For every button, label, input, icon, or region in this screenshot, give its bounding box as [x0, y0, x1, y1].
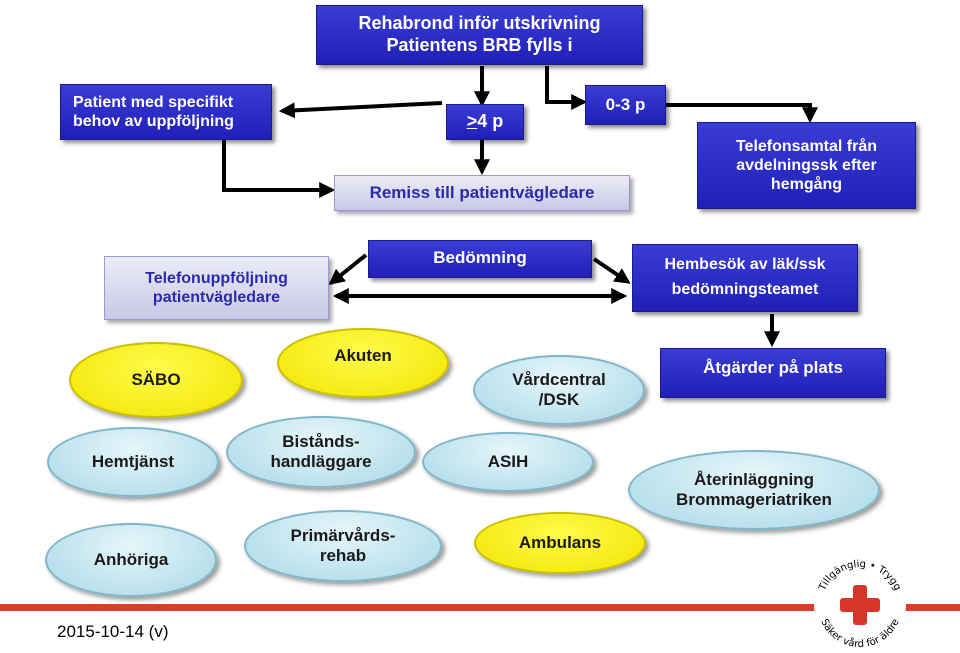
hemtjanst-ellipse: Hemtjänst — [47, 427, 219, 497]
bistands-ellipse: Bistånds- handläggare — [226, 416, 416, 488]
patient-behov-box: Patient med specifikt behov av uppföljni… — [60, 84, 272, 140]
anhoriga-ellipse: Anhöriga — [45, 523, 217, 597]
telefonsamtal-box: Telefonsamtal från avdelningssk efter he… — [697, 122, 916, 209]
arrow-bedomning-to-telefonupp — [328, 253, 368, 285]
arrow-ge4p-to-patient — [278, 101, 443, 119]
vardcentral-ellipse: Vårdcentral /DSK — [473, 355, 645, 425]
hembesok-box: Hembesök av läk/ssk bedömningsteamet — [632, 244, 858, 312]
p03-box: 0-3 p — [585, 85, 666, 125]
ambulans-ellipse: Ambulans — [474, 512, 646, 574]
arrow-rehab-to-p03 — [545, 66, 588, 110]
arrow-patient-to-remiss — [222, 140, 336, 198]
atgarder-box: Åtgärder på plats — [660, 348, 886, 398]
logo-cross-icon — [840, 585, 880, 625]
ge4p-box: > 4 p — [446, 104, 524, 140]
remiss-box: Remiss till patientvägledare — [334, 175, 630, 211]
rehabrond-box: Rehabrond inför utskrivning Patientens B… — [316, 5, 643, 65]
bedomning-box: Bedömning — [368, 240, 592, 278]
primarvard-ellipse: Primärvårds- rehab — [244, 510, 442, 582]
sabo-ellipse: SÄBO — [69, 342, 243, 418]
aterinlaggning-ellipse: Återinläggning Brommageriatriken — [628, 450, 880, 530]
telefonuppfoljning-box: Telefonuppföljning patientvägledare — [104, 256, 329, 320]
tillganglig-trygg-logo: Tillgänglig • Trygg Säker vård för äldre — [814, 559, 906, 651]
footer-bar — [0, 604, 960, 611]
arrow-p03-to-telefonsamtal — [665, 103, 818, 124]
footer-date: 2015-10-14 (v) — [57, 622, 169, 641]
arrow-bedomning-to-hembesok — [592, 257, 631, 284]
asih-ellipse: ASIH — [422, 432, 594, 492]
akuten-ellipse: Akuten — [277, 328, 449, 398]
